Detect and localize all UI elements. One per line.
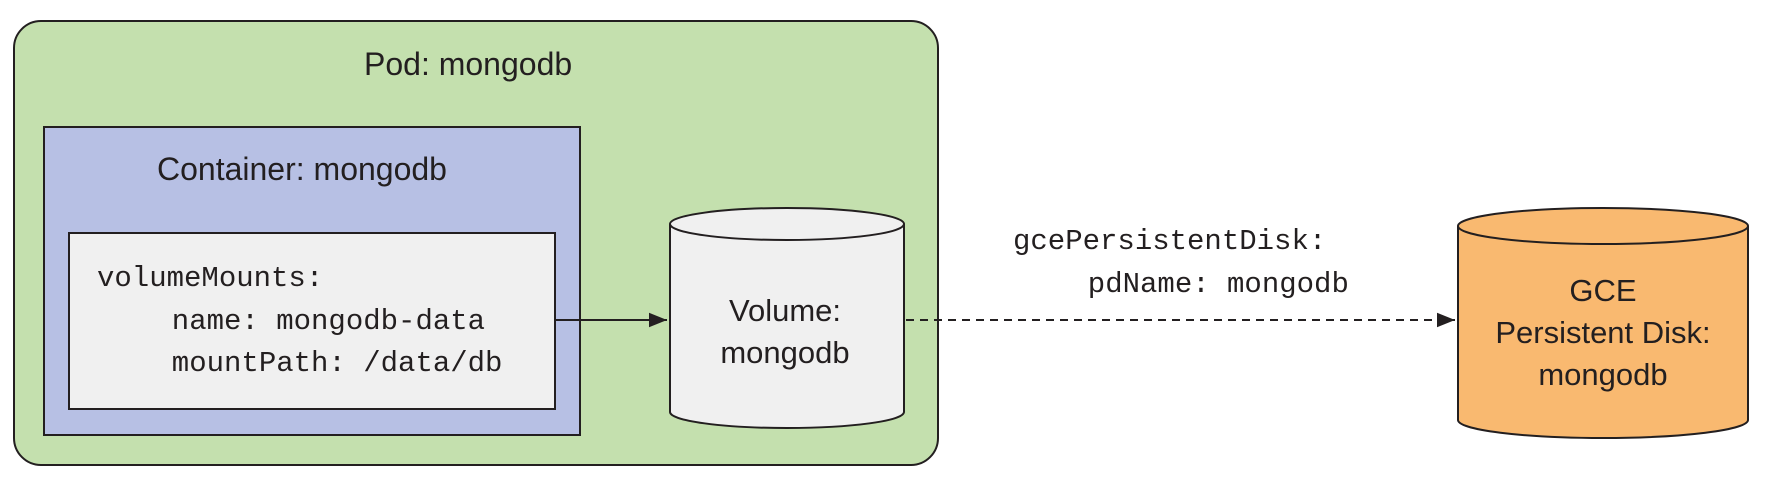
disk-config-line2: pdName: mongodb — [1053, 268, 1349, 301]
volume-label-line2: mongodb — [720, 335, 850, 370]
volume-mounts-heading: volumeMounts: — [97, 262, 324, 295]
volume-label-line1: Volume: — [728, 293, 841, 328]
pod-label: Pod: mongodb — [364, 46, 573, 82]
volume-mount-name: name: mongodb-data — [137, 305, 486, 338]
volume-cylinder — [669, 207, 905, 429]
gce-disk-label: GCE Persistent Disk: mongodb — [1458, 270, 1748, 396]
gce-disk-label-line1: GCE — [1569, 273, 1637, 308]
gce-disk-cylinder — [1457, 207, 1749, 439]
volume-label: Volume: mongodb — [670, 290, 900, 374]
volume-mount-path: mountPath: /data/db — [137, 347, 503, 380]
gce-disk-label-line3: mongodb — [1538, 357, 1668, 392]
gce-disk-label-line2: Persistent Disk: — [1495, 315, 1711, 350]
volume-mounts-box — [68, 232, 556, 410]
container-label: Container: mongodb — [157, 151, 447, 187]
disk-config-line1: gcePersistentDisk: — [1013, 225, 1327, 258]
